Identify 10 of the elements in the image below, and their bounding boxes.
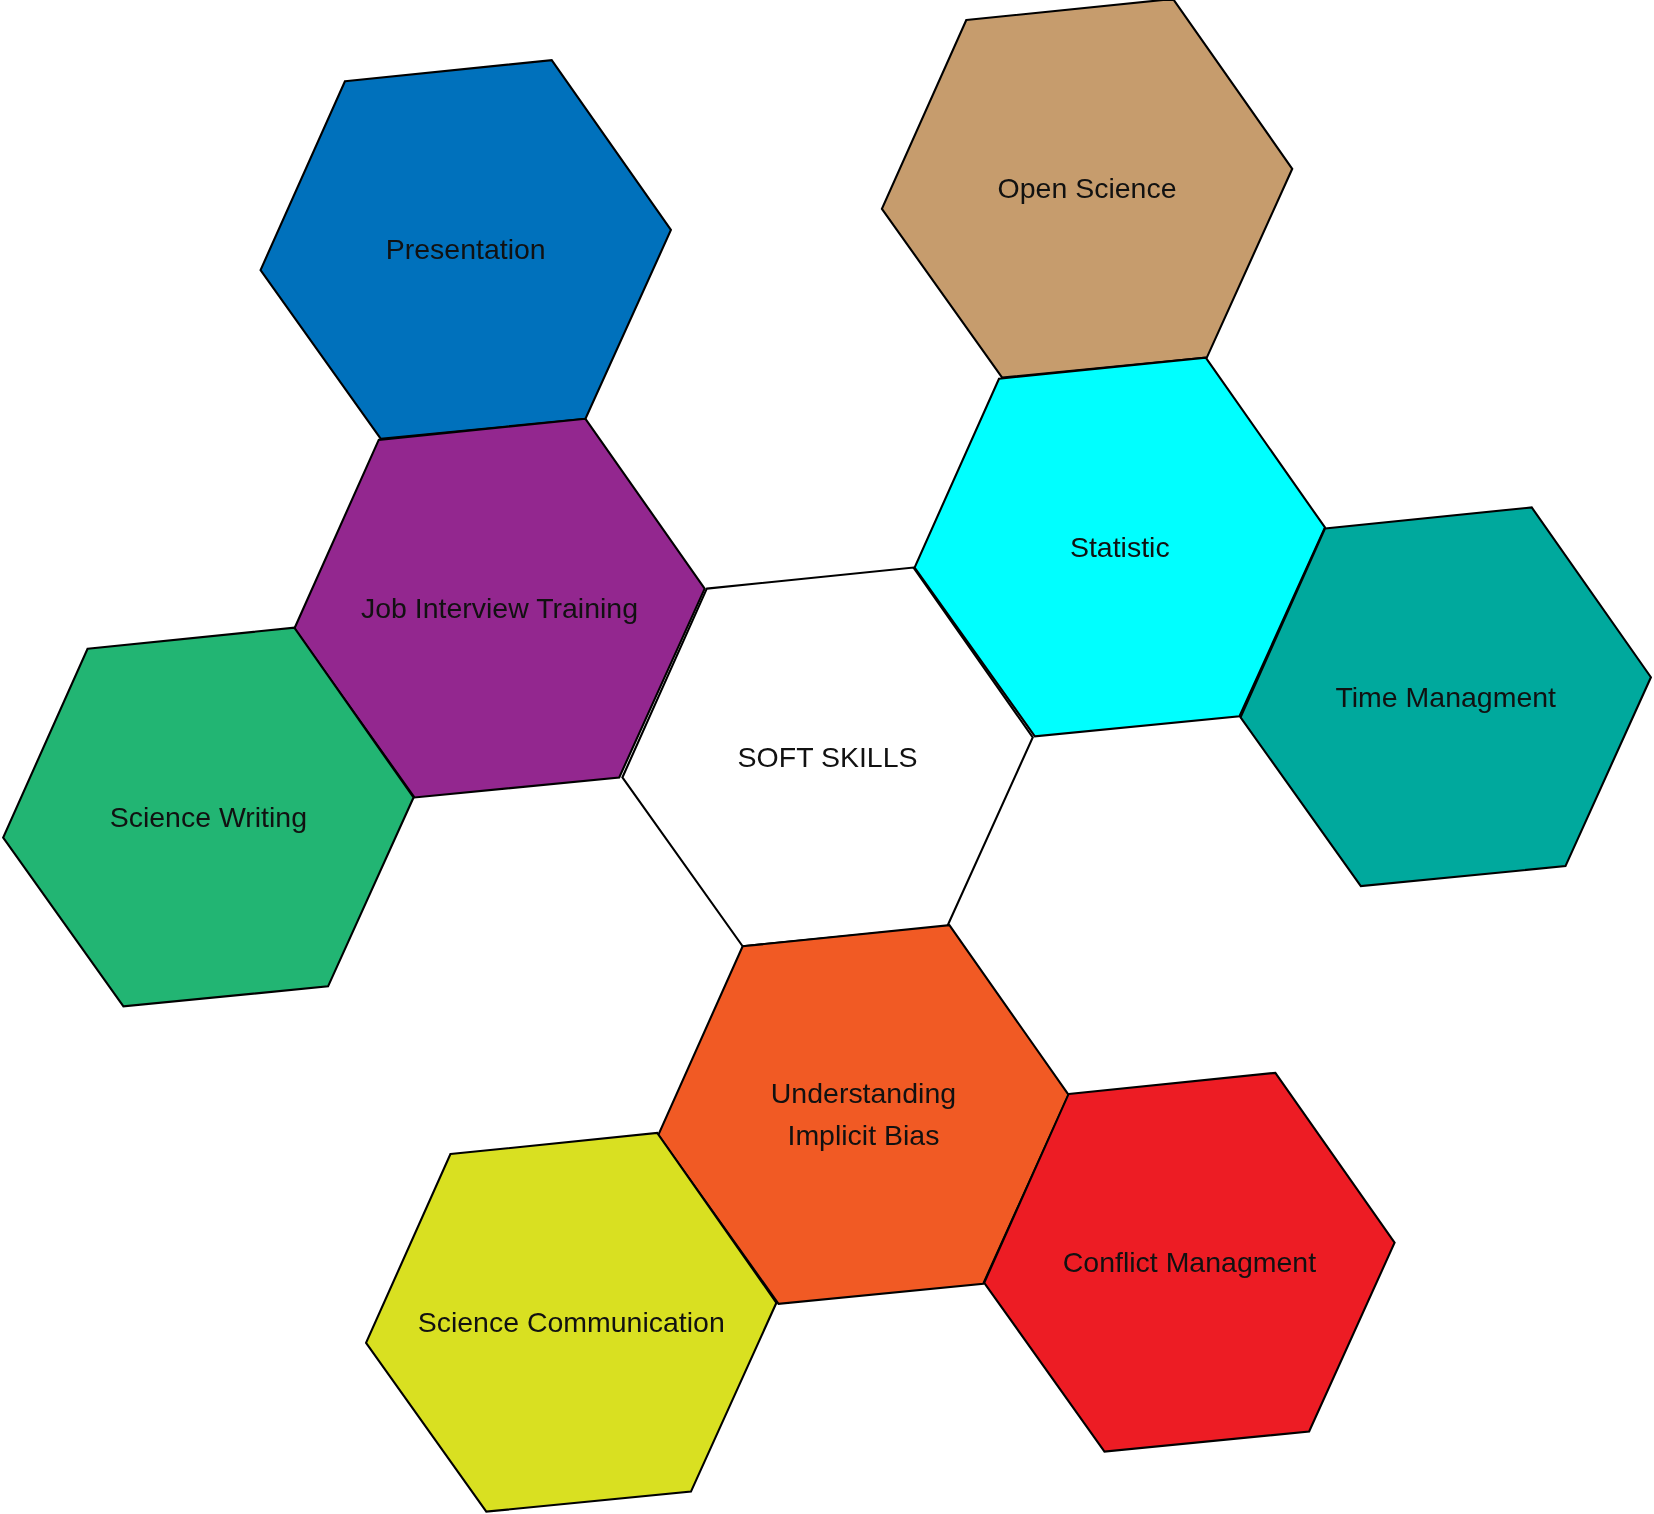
skill-label: SOFT SKILLS	[736, 739, 919, 775]
skill-label: Understanding Implicit Bias	[769, 1076, 958, 1154]
skill-label: Science Writing	[108, 799, 308, 835]
skill-label: Science Communication	[416, 1305, 726, 1340]
skill-label: Statistic	[1068, 529, 1171, 565]
skill-label: Conflict Managment	[1061, 1245, 1318, 1280]
skill-label: Time Managment	[1334, 679, 1558, 715]
skill-label: Job Interview Training	[359, 591, 639, 626]
skill-label: Presentation	[384, 232, 547, 268]
skill-label: Open Science	[996, 171, 1178, 206]
